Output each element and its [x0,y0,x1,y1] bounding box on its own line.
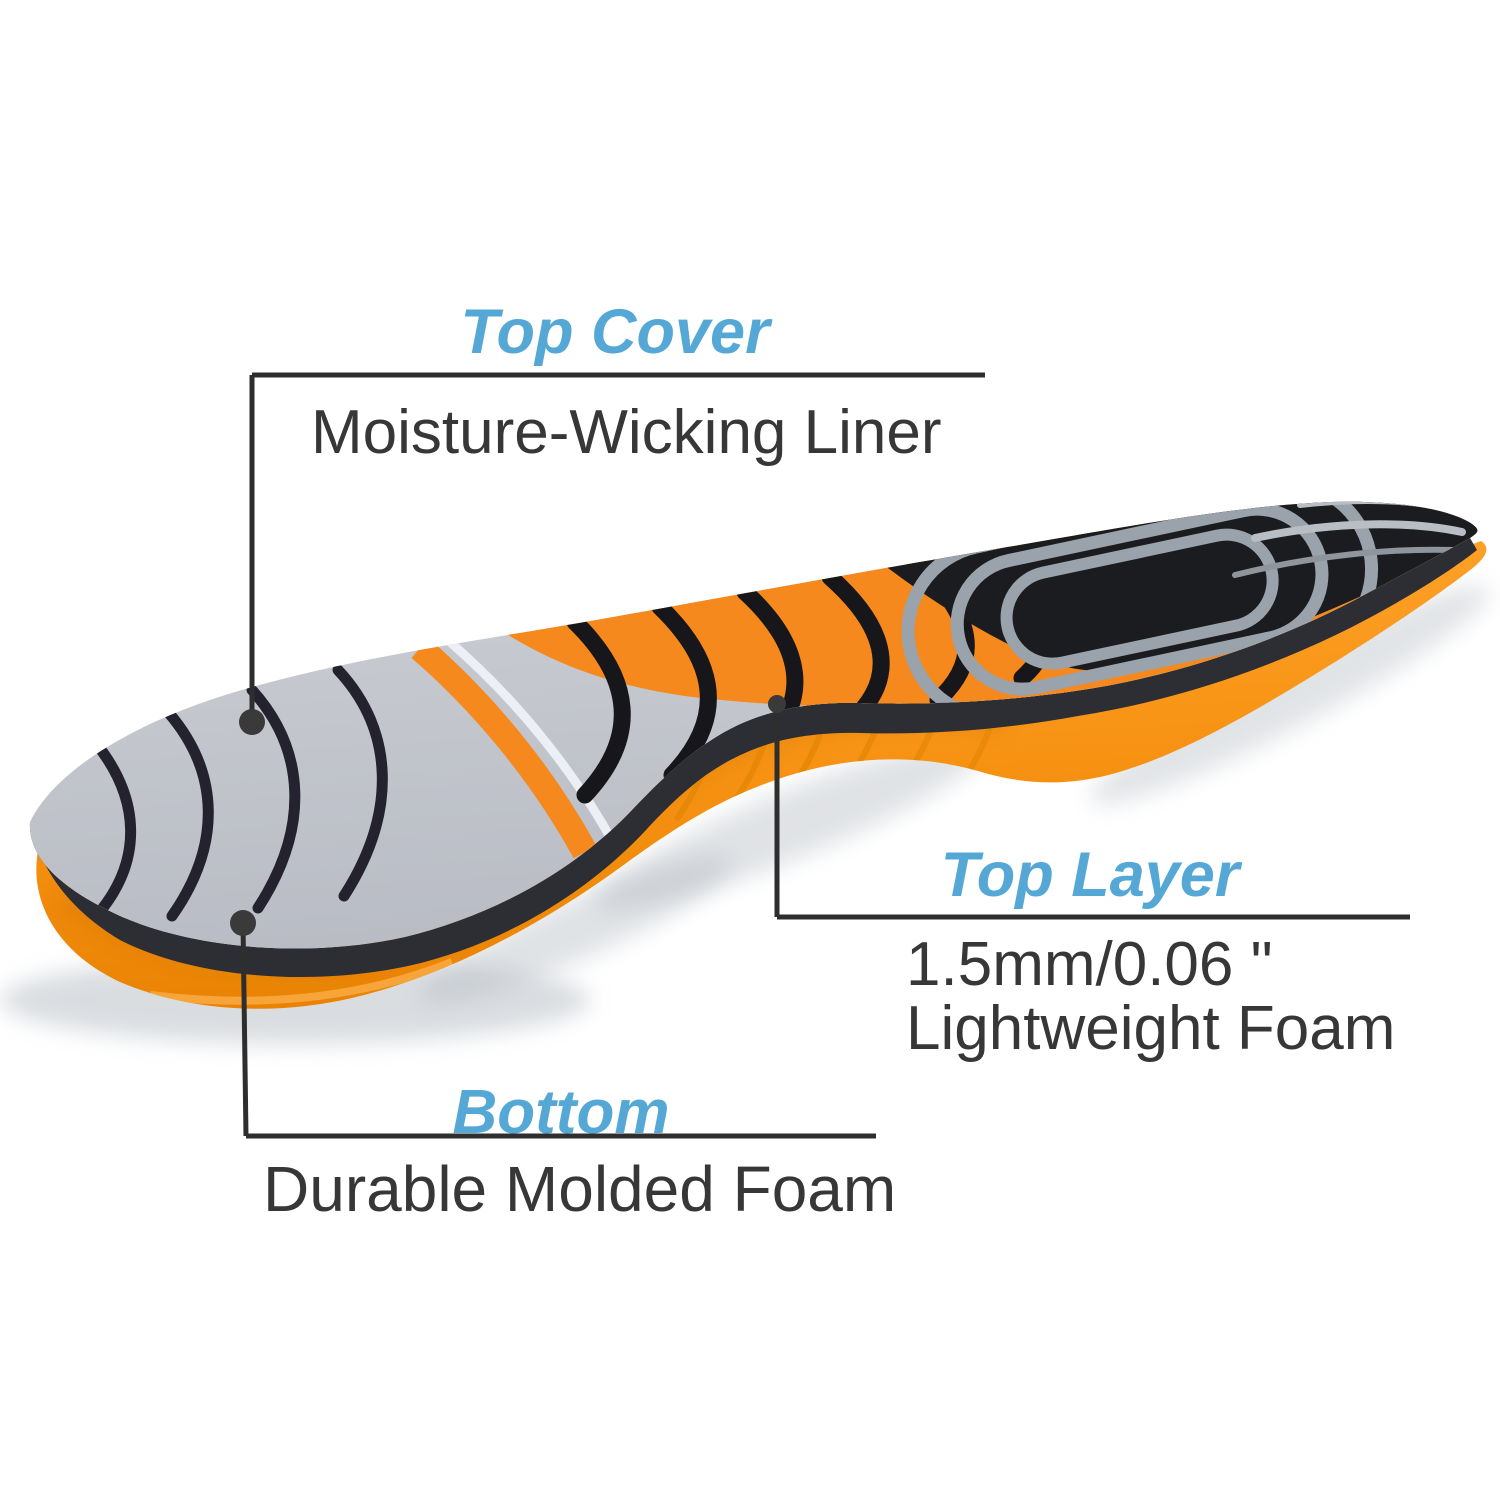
bottom-description: Durable Molded Foam [263,1153,897,1225]
top-layer-title: Top Layer [940,840,1240,910]
callout-bottom-line [240,922,876,1139]
toe-black-section [880,501,1478,672]
bottom-title: Bottom [452,1078,670,1147]
heel-accent-orange-stripe [411,638,597,859]
top-layer-dot [768,695,786,713]
top-layer-spec: 1.5mm/0.06 " [906,930,1273,999]
top-layer-material: Lightweight Foam [906,994,1396,1063]
callout-top-cover-line [249,372,985,722]
top-cover-title: Top Cover [460,297,770,367]
heel-accent-white-stripe [447,638,618,847]
callout-top-layer-line [774,704,1410,920]
bottom-foam-shape [36,541,1487,1009]
callout-lines [240,372,1410,1139]
bottom-dot [230,910,256,936]
heel-stripes [89,664,388,922]
top-cover-description: Moisture-Wicking Liner [311,398,942,467]
callout-dots [230,695,786,936]
top-cover-dot [239,709,265,735]
